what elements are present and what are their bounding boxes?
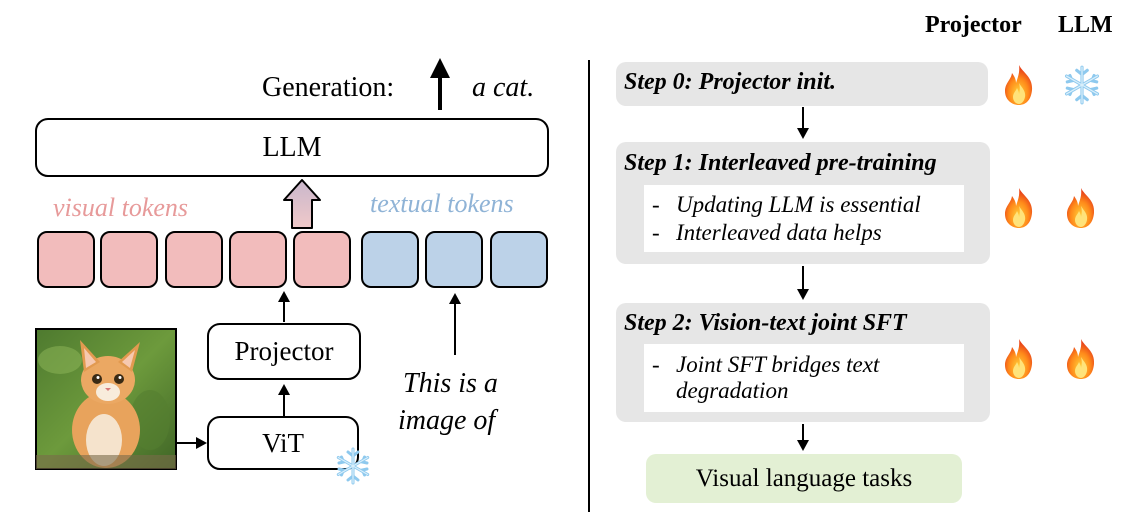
input-text-line-2: image of (398, 405, 496, 436)
textual-token (425, 231, 483, 288)
step-1-bullet-2: Interleaved data helps (676, 220, 882, 245)
textual-token (361, 231, 419, 288)
image-to-vit-arrow (177, 437, 207, 449)
step-2-bullet-1-line-1: Joint SFT bridges text (676, 352, 880, 377)
visual-token (165, 231, 223, 288)
step-2-projector-fire-icon (1005, 339, 1033, 379)
text-to-tokens-arrow (449, 293, 461, 355)
step-0-projector-fire-icon (1005, 65, 1033, 105)
step-2-title: Step 2: Vision-text joint SFT (624, 310, 907, 336)
step-1-projector-fire-icon (1005, 188, 1033, 228)
step-1-bullets-panel (644, 185, 964, 252)
textual-tokens-label: textual tokens (370, 189, 514, 218)
step-arrow (797, 107, 809, 139)
vit-box (207, 416, 359, 470)
step-2-bullets-panel (644, 344, 964, 412)
generation-output: a cat. (472, 72, 535, 103)
step-1-bullet-dash: - (652, 220, 660, 245)
generation-arrow (430, 58, 450, 110)
projector-box (207, 323, 361, 380)
step-1-bullet-1: Updating LLM is essential (676, 192, 921, 217)
step-0-box (616, 62, 988, 106)
visual-token (293, 231, 351, 288)
step-1-title: Step 1: Interleaved pre-training (624, 150, 937, 176)
step-arrow (797, 266, 809, 300)
input-text-line-1: This is a (403, 368, 498, 399)
visual-tokens (37, 231, 351, 288)
llm-box (35, 118, 549, 177)
cat-image (35, 328, 177, 470)
header-projector: Projector (925, 12, 1022, 38)
textual-tokens (361, 231, 548, 288)
block-up-arrow (283, 179, 321, 229)
step-2-llm-fire-icon (1067, 339, 1095, 379)
step-arrow (797, 424, 809, 451)
visual-token (37, 231, 95, 288)
step-2-bullet-1-line-2: degradation (676, 378, 789, 403)
projector-to-tokens-arrow (278, 291, 290, 322)
step-0-llm-snowflake-icon (1064, 65, 1100, 105)
visual-tokens-label: visual tokens (53, 193, 189, 222)
projector-label: Projector (234, 336, 334, 366)
textual-token (490, 231, 548, 288)
final-task-label: Visual language tasks (695, 465, 913, 492)
header-llm: LLM (1058, 12, 1113, 38)
vit-to-projector-arrow (278, 384, 290, 416)
generation-label: Generation: (262, 72, 395, 103)
final-task-box (646, 454, 962, 503)
visual-token (100, 231, 158, 288)
step-1-bullet-dash: - (652, 192, 660, 217)
step-2-bullet-dash: - (652, 352, 660, 377)
visual-token (229, 231, 287, 288)
step-0-title: Step 0: Projector init. (624, 69, 836, 95)
vit-label: ViT (262, 428, 304, 458)
step-1-llm-fire-icon (1067, 188, 1095, 228)
llm-label: LLM (262, 132, 322, 163)
